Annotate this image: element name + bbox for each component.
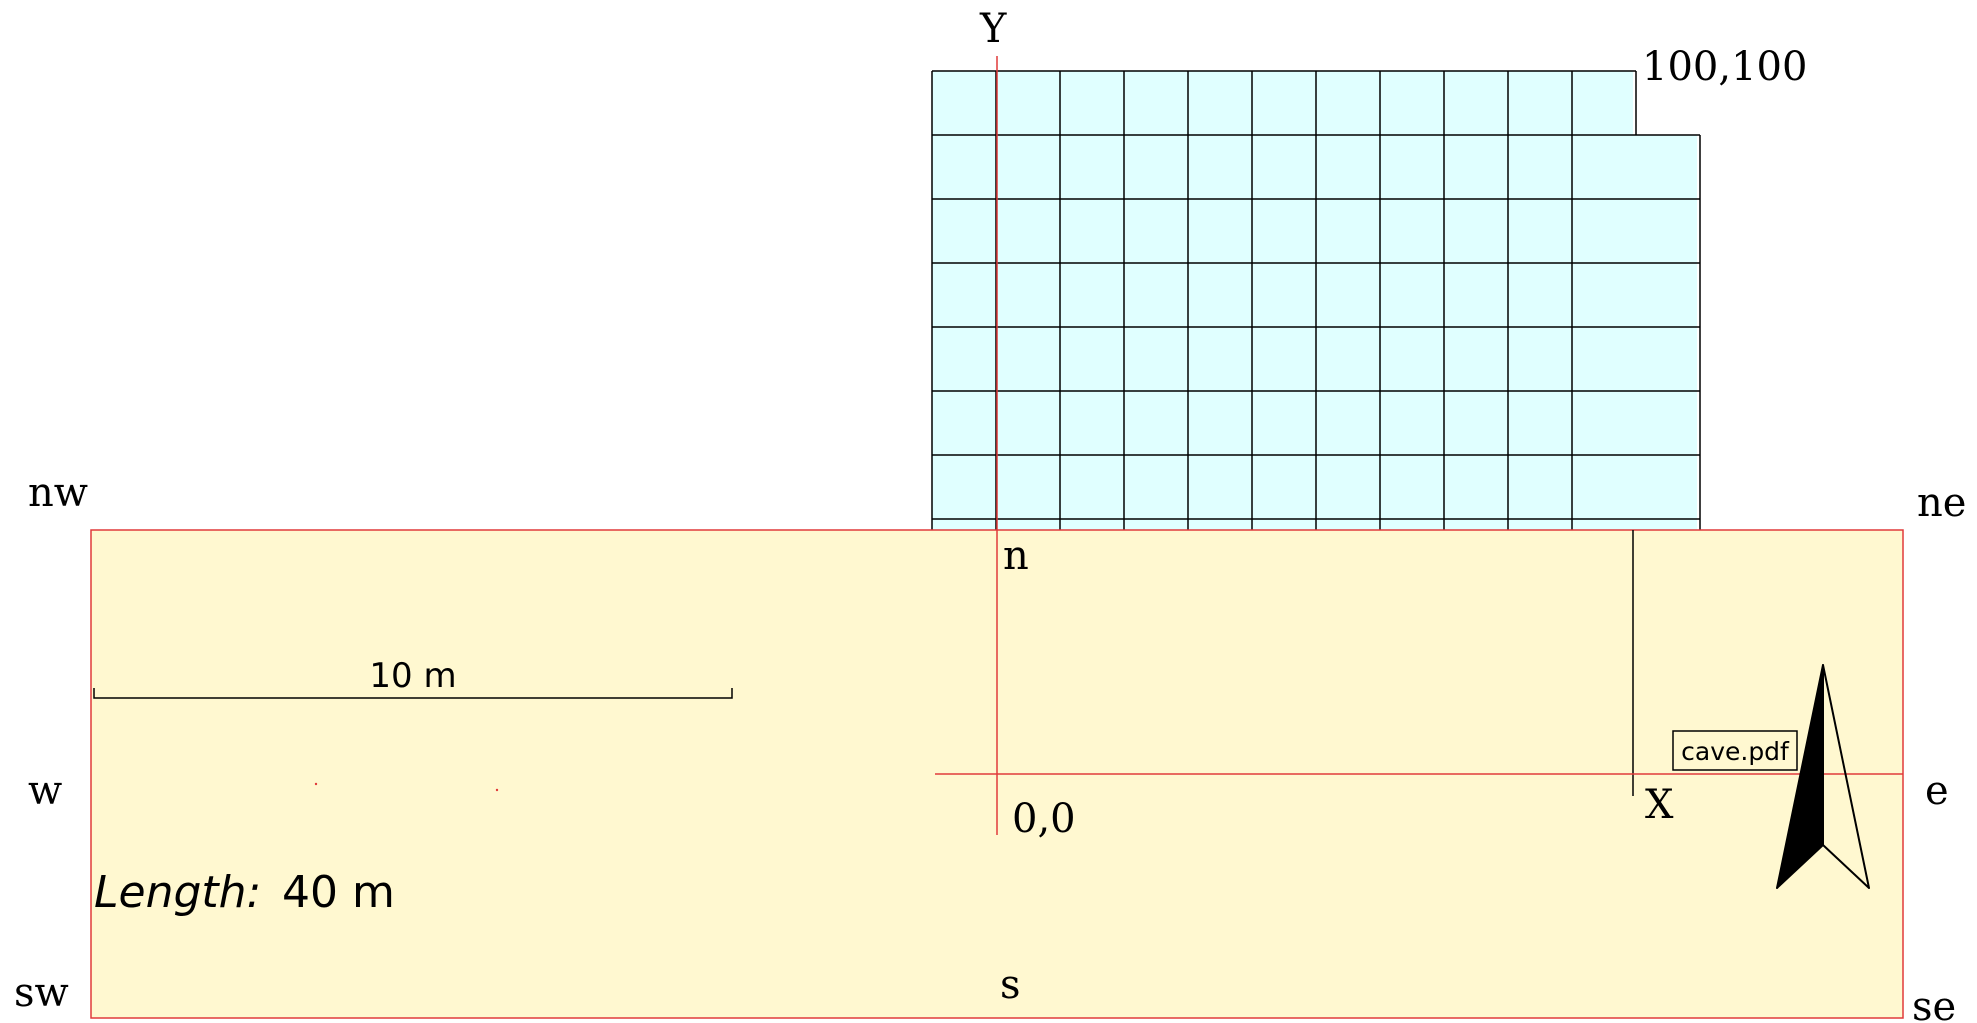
length-value: 40 m — [282, 867, 395, 918]
grid — [931, 70, 1701, 530]
x-axis-label: X — [1645, 782, 1674, 828]
compass-w: w — [28, 768, 62, 814]
scale-bar-label: 10 m — [369, 656, 456, 696]
scale-bar: 10 m — [93, 656, 733, 699]
length-label: Length: — [94, 867, 261, 918]
grid-lines — [931, 70, 1701, 530]
north-arrow-right-half — [1822, 664, 1870, 889]
grid-fill — [932, 71, 1697, 530]
compass-n: n — [1003, 533, 1029, 579]
north-arrow-icon — [1776, 664, 1870, 889]
compass-ne: ne — [1917, 480, 1966, 526]
file-badge-label: cave.pdf — [1681, 737, 1790, 766]
origin-label: 0,0 — [1012, 796, 1076, 842]
compass-se: se — [1912, 984, 1956, 1023]
compass-sw: sw — [14, 970, 69, 1016]
compass-s: s — [1000, 962, 1021, 1008]
file-badge: cave.pdf — [1672, 730, 1798, 771]
stray-mark — [314, 782, 318, 786]
grid-corner-label: 100,100 — [1642, 44, 1807, 90]
stray-mark — [495, 788, 499, 792]
compass-e: e — [1925, 768, 1949, 814]
y-axis-label: Y — [979, 6, 1007, 52]
file-badge-box — [1672, 730, 1798, 771]
scale-bar-line — [93, 688, 733, 699]
compass-nw: nw — [28, 470, 88, 516]
